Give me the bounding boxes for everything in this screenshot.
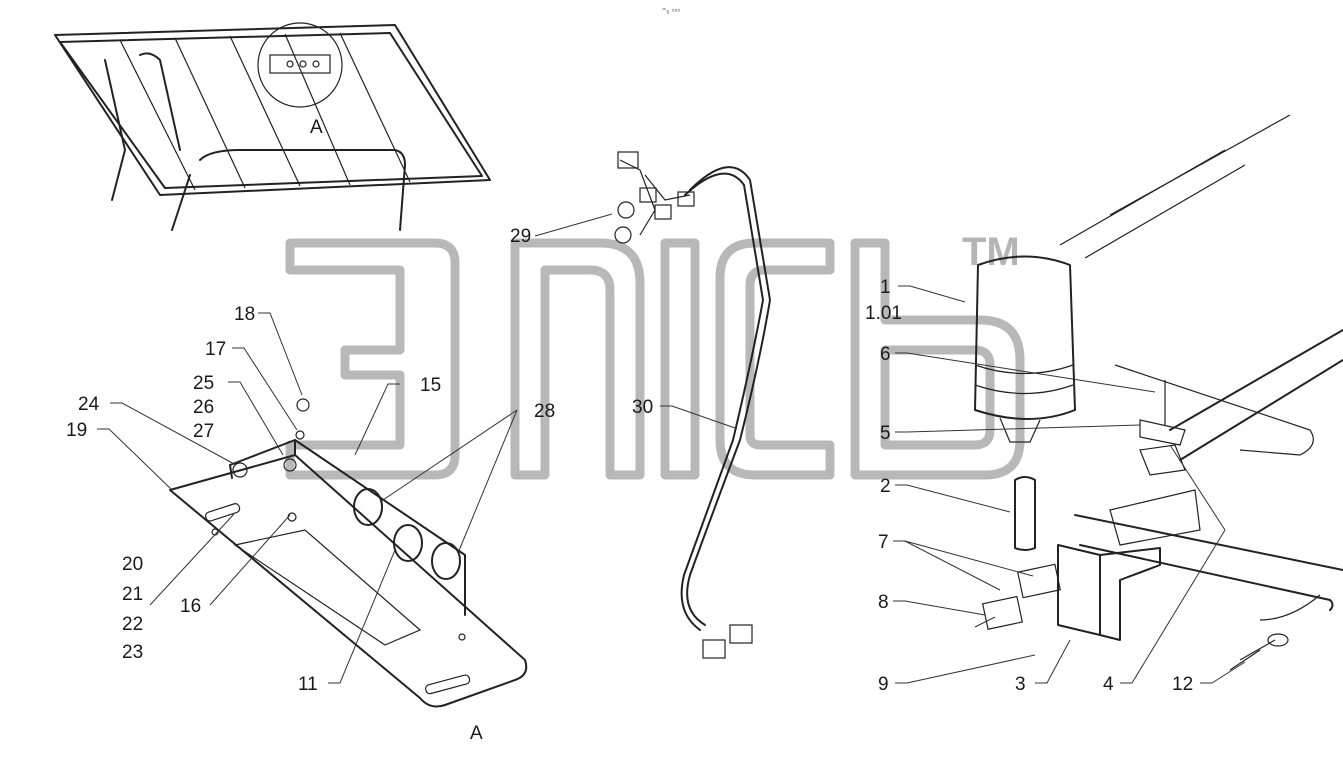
callout-15: 15: [420, 375, 441, 396]
callout-20: 20: [122, 554, 143, 575]
callout-19: 19: [66, 420, 87, 441]
callout-21: 21: [122, 584, 143, 605]
callout-24: 24: [78, 394, 100, 415]
callout-3: 3: [1015, 674, 1026, 695]
callout-27: 27: [193, 421, 214, 442]
callout-1: 1: [880, 277, 891, 298]
callout-26: 26: [193, 397, 214, 418]
callout-17: 17: [205, 339, 226, 360]
callout-22: 22: [122, 614, 143, 635]
view-a-label-bottom: A: [470, 723, 483, 744]
callout-30: 30: [632, 397, 653, 418]
callout-28: 28: [534, 401, 555, 422]
callout-5: 5: [880, 423, 891, 444]
callout-6: 6: [880, 344, 891, 365]
callout-7: 7: [878, 532, 889, 553]
beacon-assembly: [974, 114, 1343, 671]
callout-29: 29: [510, 226, 531, 247]
callout-8: 8: [878, 592, 889, 613]
callout-9: 9: [878, 674, 889, 695]
callout-16: 16: [180, 596, 201, 617]
callout-4: 4: [1103, 674, 1114, 695]
wiring-harness: [614, 151, 771, 659]
callout-2: 2: [880, 476, 891, 497]
view-a-label-top: A: [310, 117, 323, 138]
callout-18: 18: [234, 304, 255, 325]
callout-23: 23: [122, 642, 143, 663]
callout-1-01: 1.01: [865, 303, 902, 324]
mounting-plate: [169, 398, 528, 708]
callout-25: 25: [193, 373, 214, 394]
callout-12: 12: [1172, 674, 1193, 695]
header-mark: ⁼₅ ▫▫▫: [662, 6, 680, 15]
leader-lines: [97, 213, 1246, 684]
watermark-logo: TM: [285, 230, 1025, 480]
callout-11: 11: [298, 674, 318, 695]
cab-roof-frame: A: [54, 22, 491, 231]
callout-labels: 29 18 17 25 24 26 19 27 15 28 20 21 16 2…: [66, 226, 1193, 744]
watermark-tm: TM: [962, 230, 1020, 274]
